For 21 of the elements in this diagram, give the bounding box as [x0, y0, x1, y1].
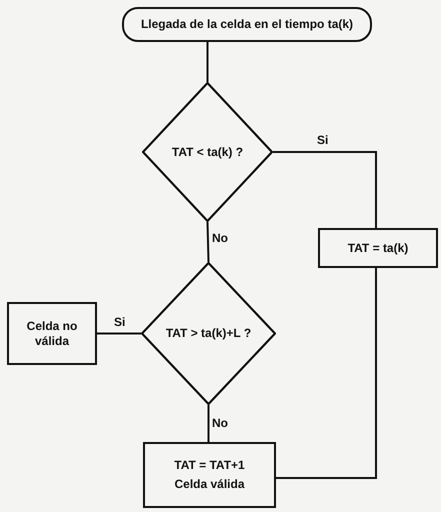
start-terminator: [122, 7, 372, 42]
connector-line: [206, 42, 208, 82]
edge-label: No: [211, 417, 229, 430]
edge-label: Si: [113, 316, 126, 330]
process-box: [318, 228, 438, 268]
connector-line: [206, 222, 210, 262]
edge-label: No: [211, 232, 229, 246]
connector-line: [273, 151, 377, 228]
edge-label: Si: [316, 134, 330, 148]
process-box: [7, 302, 97, 365]
node-text: TAT > ta(k)+L ?: [166, 326, 252, 341]
process-box: [143, 442, 276, 508]
node-text: TAT = ta(k): [348, 240, 408, 256]
connector-line: [208, 405, 210, 442]
connector-line: [276, 268, 377, 479]
node-text: TAT = TAT+1: [174, 458, 245, 473]
node-text: Celda no válida: [26, 318, 78, 348]
node-text: Llegada de la celda en el tiempo ta(k): [140, 17, 354, 32]
connector-line: [97, 332, 141, 334]
node-text: TAT < ta(k) ?: [172, 144, 244, 160]
node-text: Celda válida: [174, 477, 245, 492]
